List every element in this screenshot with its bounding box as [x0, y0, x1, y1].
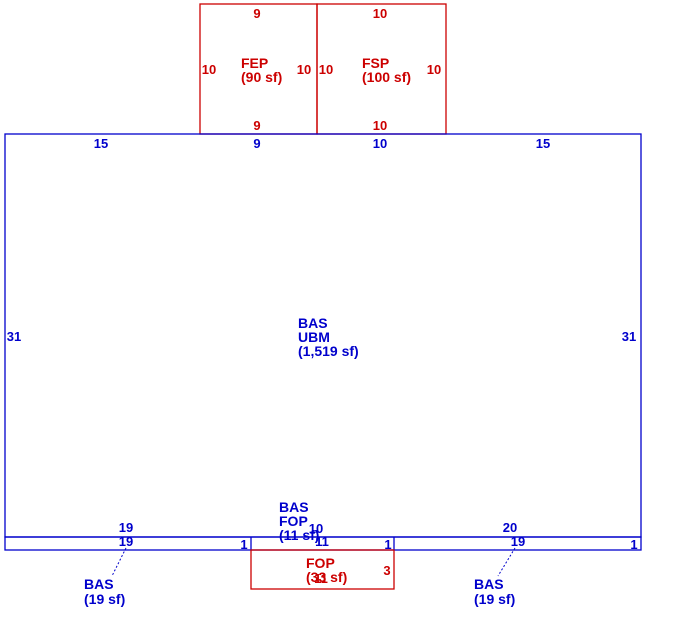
- main-label-1: BAS: [298, 315, 328, 331]
- strip-label-2: FOP: [279, 513, 308, 529]
- fep-left-dim: 10: [202, 62, 216, 77]
- fop-right-dim: 3: [383, 563, 390, 578]
- main-top-dim-d: 15: [536, 136, 550, 151]
- bas-right-name: BAS: [474, 576, 504, 592]
- fsp-area: (100 sf): [362, 69, 411, 85]
- bas-left-name: BAS: [84, 576, 114, 592]
- strip-right-top-dim: 20: [503, 520, 517, 535]
- main-label-2: UBM: [298, 329, 330, 345]
- fop-area: (33 sf): [306, 569, 347, 585]
- bas-right-area: (19 sf): [474, 591, 515, 607]
- strip-mid-end-dim: 1: [384, 537, 391, 552]
- main-top-dim-c: 10: [373, 136, 387, 151]
- main-right-dim: 31: [622, 329, 636, 344]
- leader-right: [497, 547, 516, 577]
- strip-right-end-dim: 1: [630, 537, 637, 552]
- strip-right-bottom-dim: 19: [511, 534, 525, 549]
- fep-area: (90 sf): [241, 69, 282, 85]
- main-top-dim-b: 9: [253, 136, 260, 151]
- fsp-name: FSP: [362, 55, 389, 71]
- fop-name: FOP: [306, 555, 335, 571]
- strip-left-end-dim: 1: [240, 537, 247, 552]
- fep-name: FEP: [241, 55, 268, 71]
- main-area: (1,519 sf): [298, 343, 359, 359]
- fsp-right-dim: 10: [427, 62, 441, 77]
- strip-area: (11 sf): [279, 527, 319, 543]
- main-left-dim: 31: [7, 329, 21, 344]
- main-top-dim-a: 15: [94, 136, 108, 151]
- strip-left-bottom-dim: 19: [119, 534, 133, 549]
- bas-left-area: (19 sf): [84, 591, 125, 607]
- fep-right-dim: 10: [297, 62, 311, 77]
- fsp-top-dim: 10: [373, 6, 387, 21]
- strip-label-1: BAS: [279, 499, 309, 515]
- leader-left: [111, 547, 127, 577]
- strip-mid-bottom-dim: 11: [315, 534, 329, 549]
- fop-outline: [250, 549, 395, 590]
- fep-bottom-dim: 9: [253, 118, 260, 133]
- fep-top-dim: 9: [253, 6, 260, 21]
- fsp-left-dim: 10: [319, 62, 333, 77]
- fop-bottom-dim: 11: [314, 571, 328, 586]
- fsp-bottom-dim: 10: [373, 118, 387, 133]
- strip-left-top-dim: 19: [119, 520, 133, 535]
- strip-mid-top-dim: 10: [309, 521, 323, 536]
